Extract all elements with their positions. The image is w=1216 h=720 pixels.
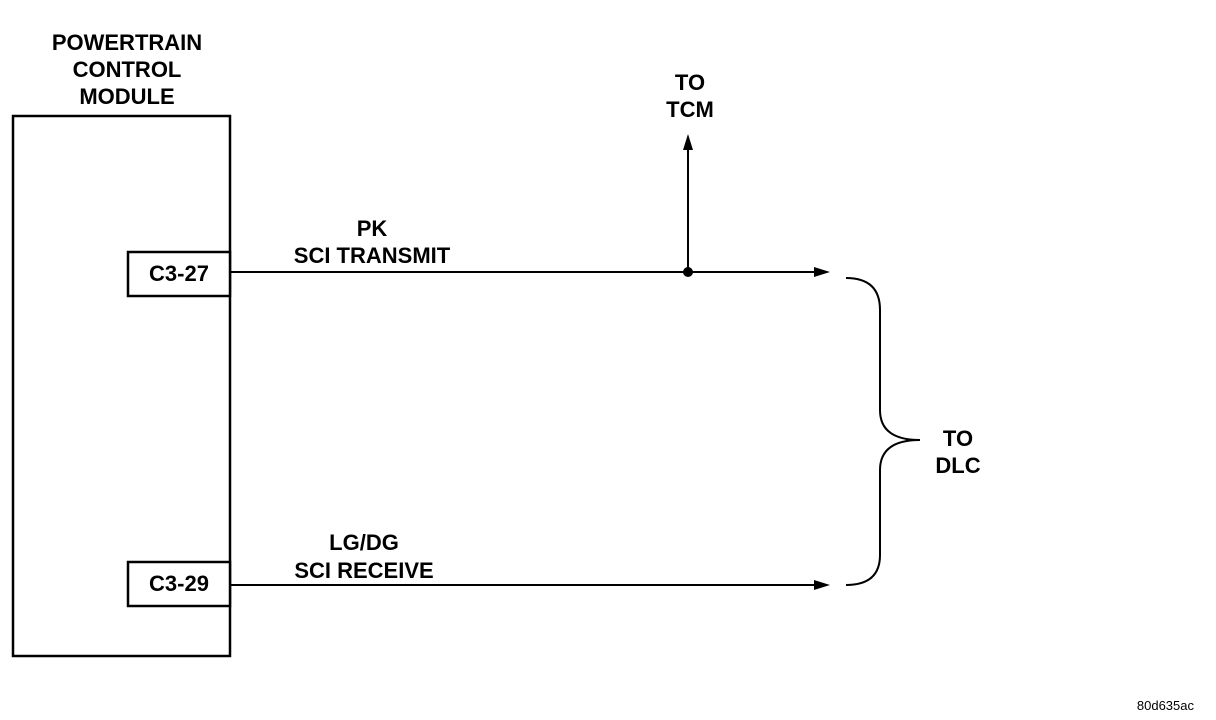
dlc-label-line-1: TO xyxy=(943,426,973,451)
transmit-arrowhead xyxy=(814,267,830,277)
dlc-label-line-2: DLC xyxy=(935,453,980,478)
pin-label-c3-29: C3-29 xyxy=(149,571,209,596)
transmit-wire-color: PK xyxy=(357,216,388,241)
module-title-line-3: MODULE xyxy=(79,84,174,109)
pin-box-c3-29 xyxy=(126,560,232,608)
tcm-arrowhead xyxy=(683,134,693,150)
module-title-line-2: CONTROL xyxy=(73,57,182,82)
pin-box-c3-27 xyxy=(126,250,232,298)
transmit-wire-function: SCI TRANSMIT xyxy=(294,243,451,268)
receive-wire-color: LG/DG xyxy=(329,530,399,555)
figure-id: 80d635ac xyxy=(1137,698,1195,713)
tcm-label-line-2: TCM xyxy=(666,97,714,122)
tcm-label-line-1: TO xyxy=(675,70,705,95)
dlc-brace xyxy=(845,277,921,586)
receive-wire-function: SCI RECEIVE xyxy=(294,558,433,583)
pin-label-c3-27: C3-27 xyxy=(149,261,209,286)
module-title-line-1: POWERTRAIN xyxy=(52,30,202,55)
receive-arrowhead xyxy=(814,580,830,590)
